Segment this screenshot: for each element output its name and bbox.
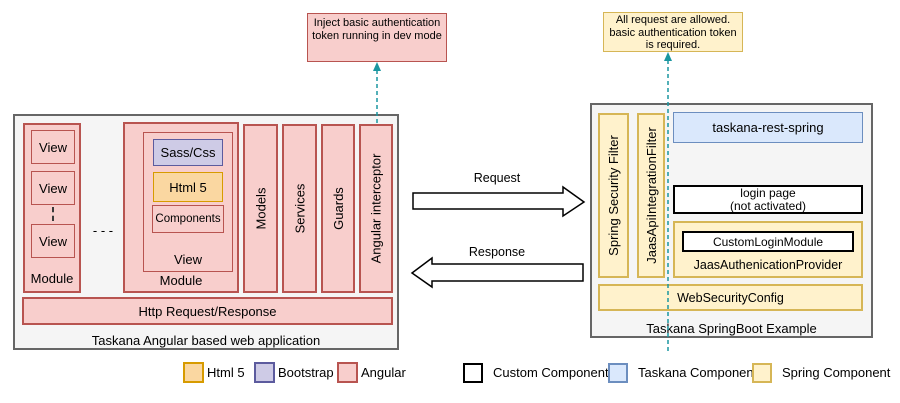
response-label: Response	[469, 245, 525, 259]
sass-css-box: Sass/Css	[153, 139, 223, 166]
dev-note-arrowhead-icon	[373, 62, 381, 71]
auth-required-note: All request are allowed. basic authentic…	[603, 12, 743, 52]
login-page-box: login page (not activated)	[673, 185, 863, 214]
legend-item-taskana: Taskana Component	[608, 362, 757, 383]
web-security-config-box: WebSecurityConfig	[598, 284, 863, 311]
view-box: View	[31, 171, 75, 205]
angular-app-title: Taskana Angular based web application	[91, 332, 321, 348]
angular-interceptor-column: Angular interceptor	[359, 124, 393, 293]
legend-item-angular: Angular	[337, 362, 406, 383]
legend-swatch-custom	[463, 362, 483, 383]
legend-swatch-bootstrap	[254, 362, 275, 383]
login-page-line1: login page	[740, 185, 796, 200]
guards-column: Guards	[321, 124, 355, 293]
legend-item-custom: Custom Component	[463, 362, 609, 383]
jaas-authentication-provider-label: JaasAuthenicationProvider	[693, 258, 843, 272]
services-column: Services	[282, 124, 317, 293]
html5-box: Html 5	[153, 172, 223, 202]
legend-item-spring: Spring Component	[752, 362, 890, 383]
request-label: Request	[474, 171, 521, 185]
legend-swatch-angular	[337, 362, 358, 383]
module-detail-label: Module	[159, 272, 203, 288]
legend-item-bootstrap: Bootstrap	[254, 362, 334, 383]
models-column: Models	[243, 124, 278, 293]
response-arrow	[410, 256, 584, 289]
request-arrow	[412, 185, 586, 218]
components-box: Components	[152, 205, 224, 233]
views-ellipsis	[52, 207, 54, 221]
legend-item-html5: Html 5	[183, 362, 245, 383]
jaas-api-integration-filter-column: JaasApiIntegrationFilter	[637, 113, 665, 278]
view-box: View	[31, 224, 75, 258]
module-list-label: Module	[30, 270, 74, 286]
dev-mode-note: Inject basic authentication token runnin…	[307, 13, 447, 62]
http-request-response-bar: Http Request/Response	[22, 297, 393, 325]
legend-swatch-spring	[752, 362, 772, 383]
legend-swatch-html5	[183, 362, 204, 383]
springboot-title: Taskana SpringBoot Example	[646, 320, 817, 336]
taskana-rest-spring-box: taskana-rest-spring	[673, 112, 863, 143]
custom-login-module-box: CustomLoginModule	[682, 231, 854, 252]
login-page-line2: (not activated)	[729, 198, 807, 213]
spring-security-filter-column: Spring Security Filter	[598, 113, 629, 278]
view-box: View	[31, 130, 75, 164]
modules-gap-dashes: - - -	[92, 222, 114, 238]
auth-note-arrowhead-icon	[664, 52, 672, 61]
view-detail-label: View	[174, 251, 202, 267]
legend-swatch-taskana	[608, 362, 628, 383]
